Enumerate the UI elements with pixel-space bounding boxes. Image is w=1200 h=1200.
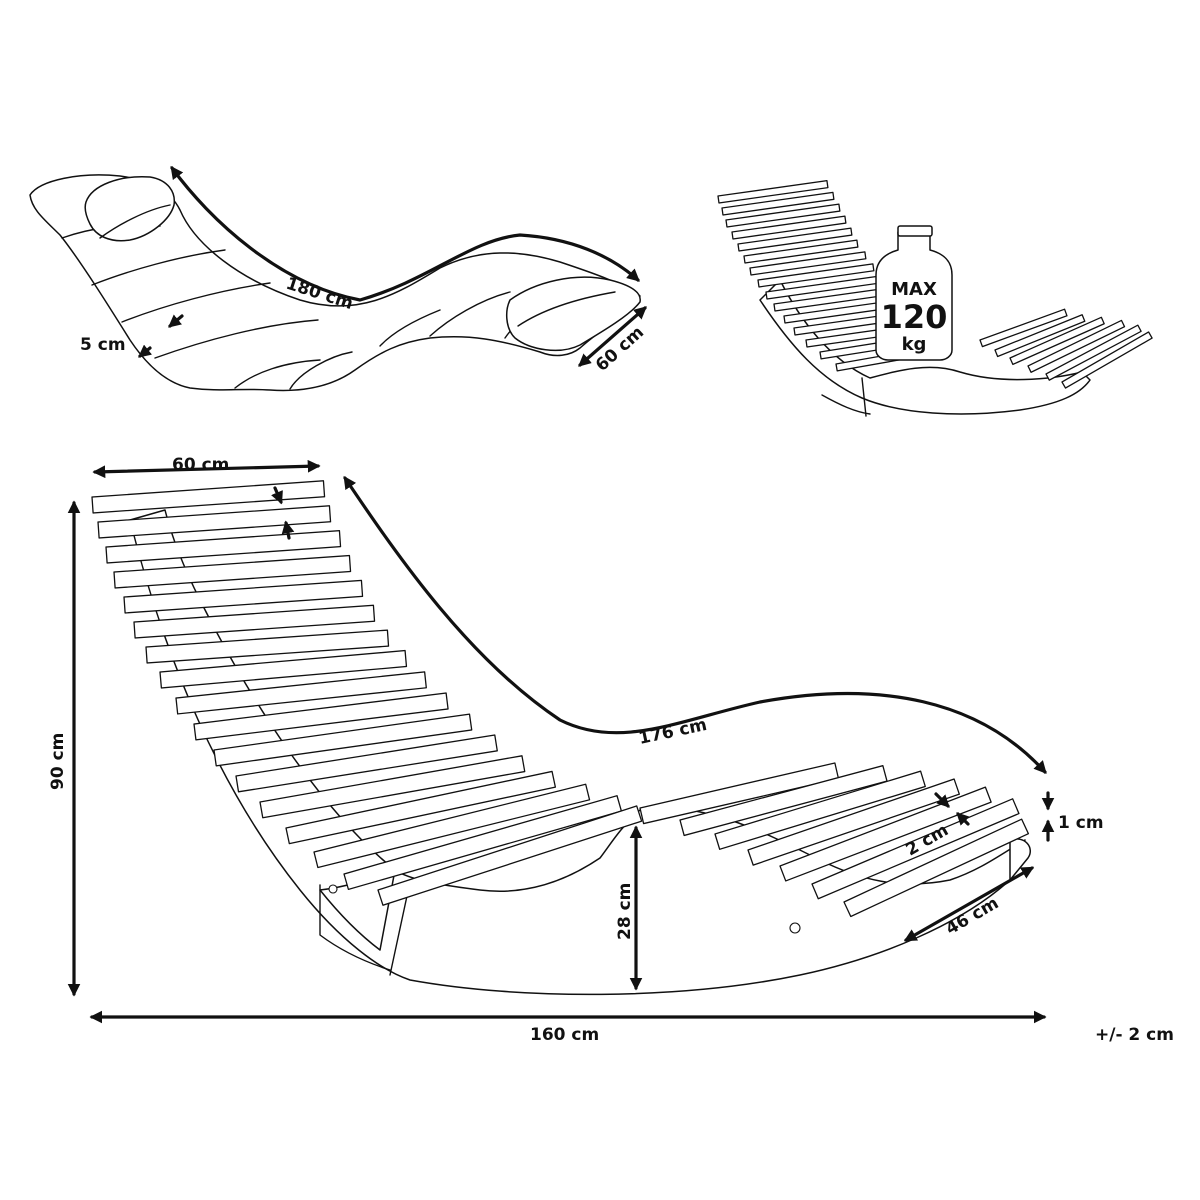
- slat-gap-arrow-top: [934, 792, 950, 808]
- weight-value-label: 120: [881, 298, 948, 336]
- slat-thickness-label: 1 cm: [1058, 813, 1104, 833]
- curve-length-arrow: [343, 475, 1047, 774]
- tolerance-label: +/- 2 cm: [1095, 1025, 1174, 1045]
- top-gap-arrow-top: [271, 486, 283, 505]
- top-gap-arrow-bottom: [281, 520, 295, 540]
- seat-height-label: 28 cm: [615, 883, 635, 940]
- cushion-thickness-arrow-top: [168, 314, 184, 328]
- total-length-label: 160 cm: [530, 1025, 599, 1045]
- height-label: 90 cm: [48, 733, 68, 790]
- curve-length-label: 176 cm: [637, 715, 709, 749]
- cushion-thickness-label: 5 cm: [80, 335, 126, 355]
- cushion-width-arrow: [578, 306, 647, 367]
- lounger-slats: [91, 480, 1030, 918]
- foot-width-arrow: [903, 866, 1035, 942]
- top-width-label: 60 cm: [172, 455, 229, 475]
- cushion-drawing: [29, 174, 641, 392]
- slat-gap-arrow-bottom: [956, 812, 970, 826]
- cushion-length-arrow: [170, 165, 640, 302]
- top-width-arrow: [92, 459, 321, 479]
- weight-icon: [875, 225, 953, 361]
- cushion-thickness-arrow-bottom: [138, 344, 152, 358]
- weight-unit-label: kg: [902, 334, 927, 355]
- weight-max-label: MAX: [891, 279, 937, 300]
